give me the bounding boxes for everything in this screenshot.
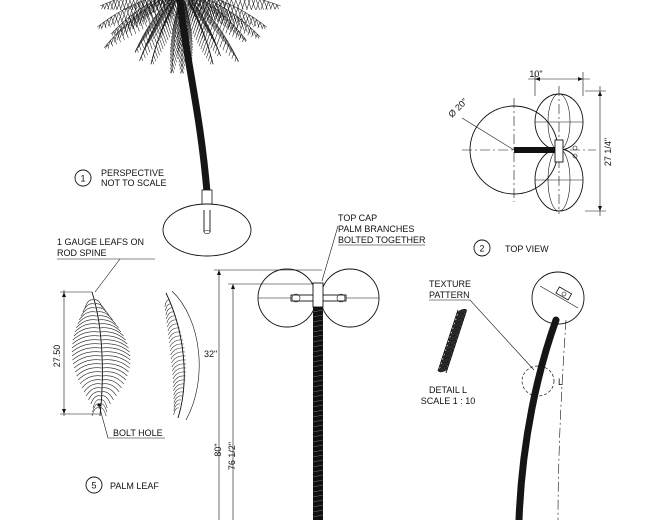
top-view-width-dimension: 10" xyxy=(529,69,542,79)
elevation-trunk-texture xyxy=(312,309,324,518)
perspective-view: 1 PERSPECTIVE NOT TO SCALE xyxy=(74,0,281,257)
detail-l-title-line1: DETAIL L xyxy=(429,385,467,395)
detail-callout-letter: L xyxy=(558,377,563,387)
elevation-32-dimension: 32" xyxy=(204,349,217,359)
elevation-view: TOP CAP PALM BRANCHES BOLTED TOGETHER 32… xyxy=(204,213,426,520)
top-view-depth-dimension: 27 1/4" xyxy=(603,138,613,166)
top-cap-note-line3: BOLTED TOGETHER xyxy=(338,235,426,245)
view-2-number: 2 xyxy=(479,244,484,254)
view-1-number: 1 xyxy=(80,174,85,184)
view-1-title-line1: PERSPECTIVE xyxy=(101,168,164,178)
leaf-note-line1: 1 GAUGE LEAFS ON xyxy=(57,237,144,247)
palm-leaf-front-drawing xyxy=(71,291,131,417)
top-cap-note-line2: PALM BRANCHES xyxy=(338,224,414,234)
texture-note-line2: PATTERN xyxy=(429,290,470,300)
view-2-title: TOP VIEW xyxy=(505,244,549,254)
top-cap-note-line1: TOP CAP xyxy=(338,213,377,223)
detail-l-title-line2: SCALE 1 : 10 xyxy=(421,396,476,406)
elevation-80-dimension: 80" xyxy=(213,443,223,456)
perspective-trunk xyxy=(176,0,211,196)
view-5-title: PALM LEAF xyxy=(110,481,159,491)
elevation-76-dimension: 76 1/2" xyxy=(227,442,237,470)
leaf-length-dimension: 27.50 xyxy=(52,345,62,368)
view-5-number-bubble xyxy=(85,476,103,494)
bolt-hole-note: BOLT HOLE xyxy=(113,428,163,438)
palm-leaf-view: 1 GAUGE LEAFS ON ROD SPINE 27.50 BOLT HO… xyxy=(52,237,200,494)
detail-callout-circle xyxy=(521,365,555,397)
view-1-title-line2: NOT TO SCALE xyxy=(101,178,167,188)
perspective-base-plate xyxy=(162,203,252,257)
top-view: 10" Ø 20" 27 1/4" 2 TOP VIEW xyxy=(446,69,613,257)
leaf-note-line2: ROD SPINE xyxy=(57,248,107,258)
side-elevation-head xyxy=(531,271,585,325)
view-2-number-bubble xyxy=(473,239,491,257)
palm-leaf-side-drawing xyxy=(164,292,187,419)
texture-coil-drawing xyxy=(437,308,467,374)
view-5-number: 5 xyxy=(91,481,96,491)
side-elevation-trunk xyxy=(515,316,560,520)
top-view-diameter-dimension: Ø 20" xyxy=(446,96,469,119)
detail-l-view: TEXTURE PATTERN DETAIL L SCALE 1 : 10 L xyxy=(421,271,585,520)
texture-note-line1: TEXTURE xyxy=(429,279,471,289)
view-1-number-bubble xyxy=(74,169,92,187)
